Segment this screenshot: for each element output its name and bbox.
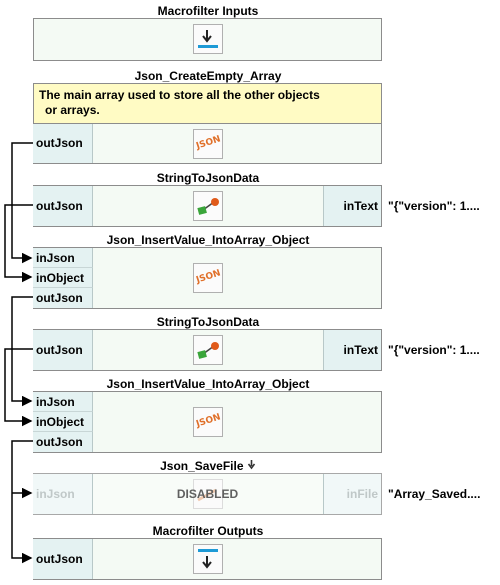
insert-2-in-json-port[interactable]: inJson xyxy=(33,392,93,412)
insert-1-in-object-port[interactable]: inObject xyxy=(33,268,93,288)
string-to-json-1-value[interactable]: "{"version": 1.... xyxy=(388,199,480,213)
convert-icon xyxy=(193,191,223,221)
input-arrow-icon xyxy=(193,24,223,54)
string-to-json-2-out-port[interactable]: outJson xyxy=(33,330,93,370)
wire-create-to-insert1 xyxy=(11,142,33,264)
arrow-down-icon xyxy=(247,460,255,470)
create-array-out-port[interactable]: outJson xyxy=(33,124,93,163)
save-file-in-json-port[interactable]: inJson xyxy=(33,474,93,514)
inputs-title: Macrofilter Inputs xyxy=(157,4,259,18)
save-file-title-text: Json_SaveFile xyxy=(160,459,244,473)
save-file-title: Json_SaveFile xyxy=(33,459,383,473)
wire-string1-to-insert1 xyxy=(4,204,33,283)
outputs-title: Macrofilter Outputs xyxy=(152,524,264,538)
json-icon: JSON xyxy=(193,407,223,437)
string-to-json-2-value[interactable]: "{"version": 1.... xyxy=(388,343,480,357)
insert-2-in-object-port[interactable]: inObject xyxy=(33,412,93,432)
disabled-label: DISABLED xyxy=(176,487,239,501)
string-to-json-1-in-port[interactable]: inText xyxy=(323,186,381,226)
insert-1-in-json-port[interactable]: inJson xyxy=(33,248,93,268)
string-to-json-1-out-port[interactable]: outJson xyxy=(33,186,93,226)
wire-insert2-to-outputs xyxy=(11,440,33,564)
save-file-in-file-port[interactable]: inFile xyxy=(323,474,381,514)
insert-1-out-port[interactable]: outJson xyxy=(33,288,93,308)
outputs-in-port[interactable]: outJson xyxy=(33,539,93,579)
json-icon: JSON xyxy=(193,263,223,293)
json-icon: JSON xyxy=(193,129,223,159)
comment-line-2: or arrays. xyxy=(45,103,100,117)
output-arrow-icon xyxy=(193,544,223,574)
create-array-comment: The main array used to store all the oth… xyxy=(33,83,382,123)
convert-icon xyxy=(193,335,223,365)
save-file-value[interactable]: "Array_Saved.... xyxy=(388,487,481,501)
comment-line-1: The main array used to store all the oth… xyxy=(39,88,320,102)
insert-1-title: Json_InsertValue_IntoArray_Object xyxy=(106,233,310,247)
wire-string2-to-insert2 xyxy=(4,348,33,427)
insert-2-out-port[interactable]: outJson xyxy=(33,432,93,452)
macrofilter-inputs-block[interactable] xyxy=(33,18,382,61)
insert-2-title: Json_InsertValue_IntoArray_Object xyxy=(106,377,310,391)
create-array-title: Json_CreateEmpty_Array xyxy=(134,69,282,83)
save-json-icon xyxy=(193,479,223,509)
string-to-json-2-in-port[interactable]: inText xyxy=(323,330,381,370)
string-to-json-1-title: StringToJsonData xyxy=(156,171,260,185)
string-to-json-2-title: StringToJsonData xyxy=(156,315,260,329)
